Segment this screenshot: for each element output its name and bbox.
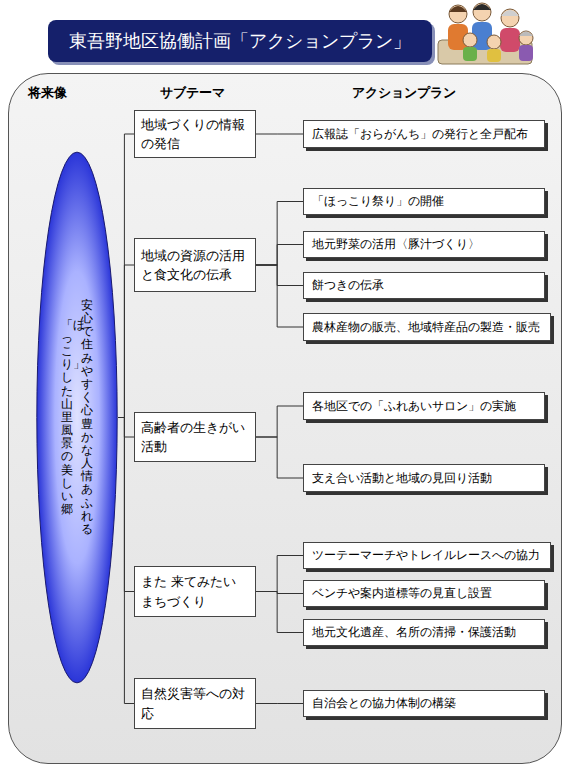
tree-connector (256, 134, 303, 135)
box-label: 高齢者の生きがい活動 (135, 415, 255, 460)
tree-connector (256, 202, 303, 266)
box-label: 支え合い活動と地域の見回り活動 (304, 469, 500, 488)
tree-connector (256, 703, 303, 704)
action-box: 支え合い活動と地域の見回り活動 (303, 464, 545, 492)
ellipse-shape (36, 150, 118, 685)
tree-connector (118, 265, 134, 418)
action-box: 各地区での「ふれあいサロン」の実施 (303, 392, 545, 420)
column-header: 将来像 (28, 84, 67, 102)
tree-connector (256, 406, 303, 437)
vision-ellipse: 安心で住みやすく 心豊かな人情あふれる「ほっこり」した 山里風景の美しい郷 (36, 150, 118, 685)
title-text: 東吾野地区協働計画「アクションプラン」 (69, 29, 411, 53)
action-box: 餅つきの伝承 (303, 272, 545, 299)
subtheme-box: 自然災害等への対応 (134, 678, 256, 729)
tree-connector (256, 556, 303, 592)
action-box: 地元野菜の活用〈豚汁づくり〉 (303, 231, 545, 258)
subtheme-box: 地域づくりの情報の発信 (134, 110, 256, 158)
box-label: 「ほっこり祭り」の開催 (304, 192, 452, 211)
subtheme-box: 高齢者の生きがい活動 (134, 412, 256, 462)
tree-connector (256, 265, 303, 286)
action-box: ツーテーマーチやトレイルレースへの協力 (303, 542, 551, 569)
subtheme-box: 地域の資源の活用と食文化の伝承 (134, 238, 256, 292)
tree-connector (118, 418, 134, 704)
tree-connector (256, 592, 303, 633)
tree-connector (256, 437, 303, 478)
box-label: 地元文化遺産、名所の清掃・保護活動 (304, 623, 524, 642)
box-label: 自治会との協力体制の構築 (304, 694, 464, 713)
box-label: ベンチや案内道標等の見直し設置 (304, 584, 500, 603)
action-box: 農林産物の販売、地域特産品の製造・販売 (303, 313, 551, 341)
action-box: 自治会との協力体制の構築 (303, 690, 545, 717)
box-label: 地域の資源の活用と食文化の伝承 (135, 243, 255, 288)
vision-text: 「ほっこり」した 山里風景の美しい郷 (61, 319, 73, 517)
vision-text: 安心で住みやすく 心豊かな人情あふれる (81, 299, 93, 536)
box-label: 各地区での「ふれあいサロン」の実施 (304, 397, 524, 416)
action-box: 地元文化遺産、名所の清掃・保護活動 (303, 619, 545, 646)
box-label: 農林産物の販売、地域特産品の製造・販売 (304, 318, 548, 337)
box-label: 広報誌「おらがんち」の発行と全戸配布 (304, 125, 536, 144)
box-label: 自然災害等への対応 (135, 681, 255, 726)
action-box: 広報誌「おらがんち」の発行と全戸配布 (303, 120, 545, 148)
tree-connector (256, 265, 303, 327)
title-box: 東吾野地区協働計画「アクションプラン」 (48, 20, 432, 62)
box-label: 餅つきの伝承 (304, 276, 392, 295)
tree-connector (118, 134, 134, 418)
box-label: 地域づくりの情報の発信 (135, 112, 255, 157)
box-label: また 来てみたい まちづくり (135, 569, 255, 614)
column-header: サブテーマ (160, 84, 225, 102)
box-label: ツーテーマーチやトレイルレースへの協力 (304, 546, 548, 565)
subtheme-box: また 来てみたい まちづくり (134, 566, 256, 617)
family-illustration (430, 0, 540, 66)
action-box: 「ほっこり祭り」の開催 (303, 188, 545, 215)
tree-connector (118, 418, 134, 592)
tree-connector (256, 245, 303, 266)
action-box: ベンチや案内道標等の見直し設置 (303, 580, 545, 607)
box-label: 地元野菜の活用〈豚汁づくり〉 (304, 235, 488, 254)
column-header: アクションプラン (352, 84, 456, 102)
tree-connector (118, 418, 134, 438)
